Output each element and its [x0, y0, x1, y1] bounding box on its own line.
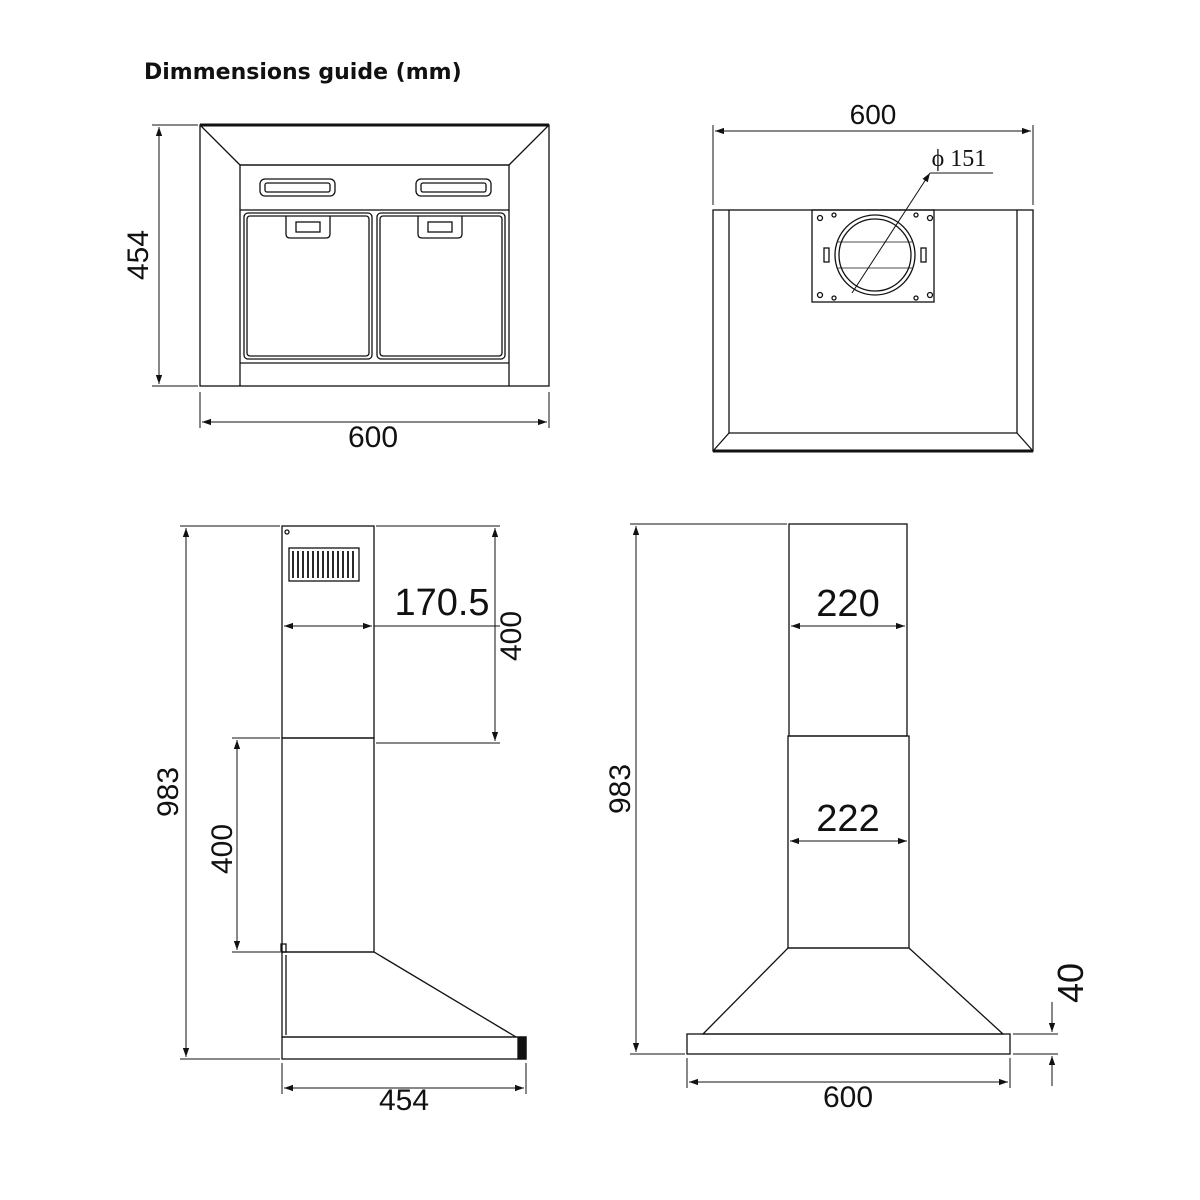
front-total-height-label: 983 [604, 764, 637, 814]
duct-plate [811, 209, 935, 303]
base-height-label: 40 [1050, 963, 1091, 1003]
front-elevation-dimensions [630, 523, 1058, 1088]
side-canopy [281, 951, 519, 1038]
duct-collar-outer [834, 214, 916, 296]
control-panel [239, 164, 510, 211]
filter-left [243, 212, 373, 360]
side-total-height-label: 983 [152, 767, 185, 817]
front-base [686, 1033, 1011, 1055]
lower-chimney-front [787, 735, 910, 949]
lower-chimney-label: 400 [206, 824, 239, 874]
upper-chimney-width-label: 220 [816, 583, 879, 625]
side-view-dimensions [180, 525, 527, 1094]
top-view-outline [712, 209, 1034, 452]
lower-chimney [281, 737, 375, 953]
front-width-label: 600 [348, 421, 398, 454]
front-view-outline [199, 124, 550, 387]
front-elevation [686, 523, 1011, 1055]
side-depth-label: 454 [379, 1084, 429, 1117]
filter-right [376, 212, 506, 360]
top-width-label: 600 [850, 99, 897, 130]
duct-collar-inner [838, 218, 912, 292]
duct-diameter-label: ϕ 151 [932, 146, 987, 172]
light-left [259, 178, 336, 197]
side-view [280, 525, 527, 1060]
vent-grille [288, 547, 360, 582]
light-right [415, 178, 492, 197]
upper-chimney-front [788, 523, 908, 737]
side-base [281, 1036, 527, 1060]
front-canopy [701, 947, 1005, 1035]
front-height-label: 454 [122, 230, 155, 280]
lower-chimney-width-label: 222 [816, 798, 879, 840]
front-view-dimensions [152, 124, 550, 428]
front-elevation-width-label: 600 [823, 1081, 873, 1114]
chimney-depth-label: 170.5 [394, 582, 489, 624]
front-view [199, 123, 550, 387]
upper-chimney-label: 400 [495, 611, 528, 661]
page-title: Dimmensions guide (mm) [144, 60, 462, 85]
top-view [712, 209, 1034, 453]
top-view-dimensions [712, 125, 1034, 294]
